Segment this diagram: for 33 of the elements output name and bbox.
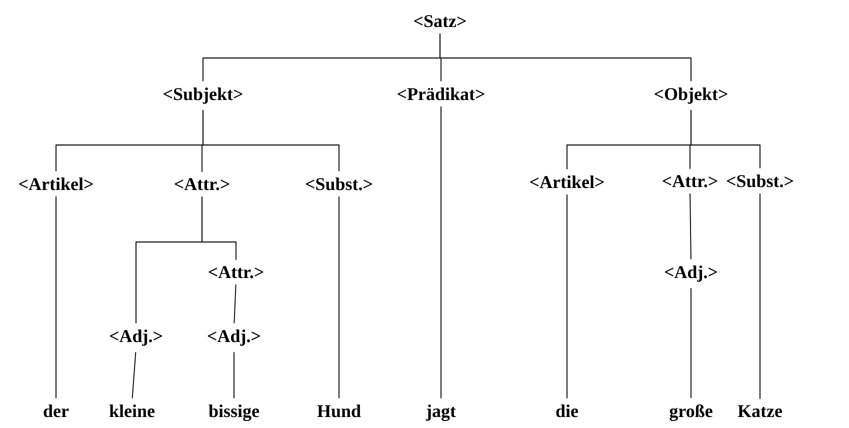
word-label: der (44, 404, 69, 418)
category-label: <Objekt> (654, 88, 728, 104)
word-label: die (556, 404, 578, 418)
word-label: große (670, 404, 712, 421)
category-label: <Subjekt> (164, 88, 242, 104)
category-label: <Satz> (414, 15, 466, 28)
tree-branch (440, 106, 442, 399)
category-label: <Attr.> (662, 175, 718, 188)
category-label: <Attr.> (174, 178, 230, 190)
category-label: <Adj.> (664, 266, 718, 282)
tree-branch (202, 196, 236, 260)
tree-branch (690, 193, 692, 260)
category-label: <Attr.> (208, 266, 264, 278)
word-label: Hund (317, 404, 361, 418)
category-label: <Prädikat> (398, 88, 484, 100)
tree-branch (690, 288, 692, 399)
tree-branch (566, 194, 568, 399)
category-label: <Artikel> (19, 178, 93, 190)
word-label: bissige (208, 404, 260, 421)
tree-branch (690, 110, 760, 169)
tree-branch (202, 110, 340, 172)
word-label: Katze (738, 405, 782, 418)
tree-branch (338, 196, 340, 399)
category-label: <Subst.> (726, 174, 794, 188)
tree-branch (440, 32, 692, 82)
tree-branch (234, 284, 236, 324)
category-label: <Artikel> (530, 176, 604, 188)
category-label: <Adj.> (110, 330, 162, 346)
category-label: <Adj.> (208, 330, 260, 346)
word-label: jagt (426, 404, 456, 421)
category-label: <Subst.> (306, 178, 372, 190)
word-label: kleine (109, 404, 155, 418)
tree-branch (132, 352, 136, 399)
